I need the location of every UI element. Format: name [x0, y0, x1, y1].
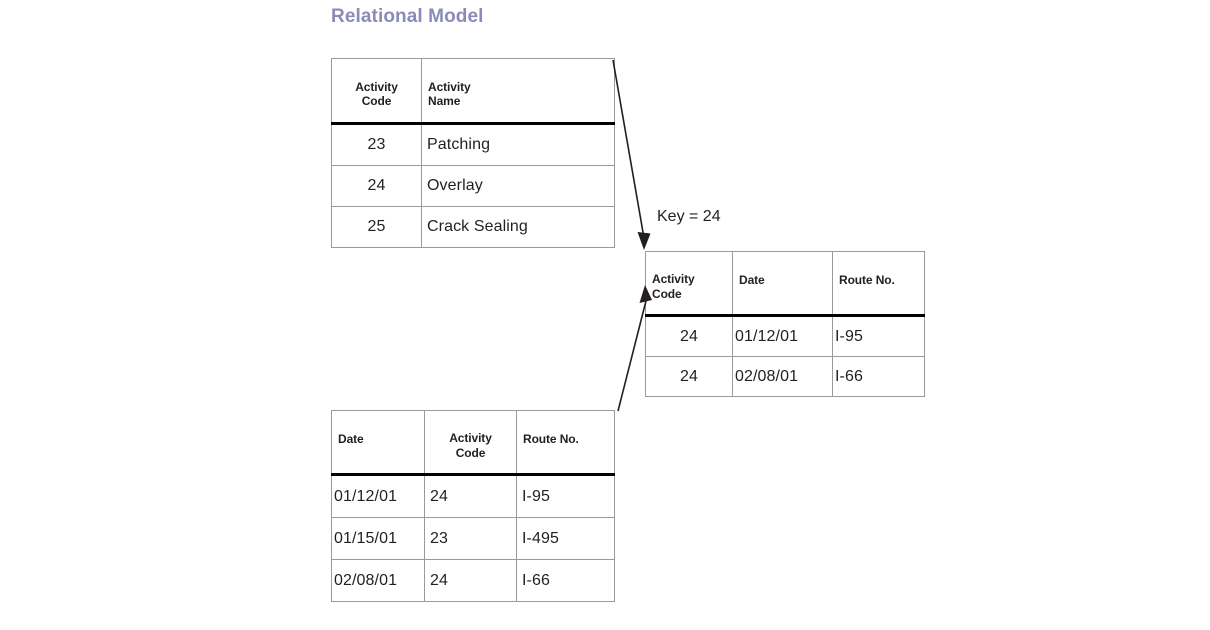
column-header-route-no: Route No.	[516, 410, 615, 476]
column-header-date: Date	[732, 251, 833, 317]
arrow-activity-to-joined	[612, 59, 651, 250]
header-line: Activity	[355, 79, 398, 94]
header-line: Code	[361, 94, 392, 108]
joined-result-table: Activity Code Date Route No. 24 01/12/01…	[645, 251, 925, 397]
activity-catalogue-table: Activity Code Activity Name 23 Patching …	[331, 58, 615, 248]
work-records-table: Date Activity Code Route No. 01/12/01 24…	[331, 410, 615, 602]
column-header-activity-code: Activity Code	[645, 251, 733, 317]
cell-activity-code: 24	[331, 165, 422, 207]
cell-activity-code: 25	[331, 206, 422, 248]
table-row: 24 Overlay	[331, 165, 615, 207]
table-row: 01/12/01 24 I-95	[331, 474, 615, 518]
cell-activity-name: Overlay	[421, 165, 615, 207]
cell-activity-name: Patching	[421, 123, 615, 166]
table-header-row: Activity Code Date Route No.	[645, 251, 925, 317]
column-header-route-no: Route No.	[832, 251, 925, 317]
table-header-row: Activity Code Activity Name	[331, 58, 615, 125]
column-header-activity-code: Activity Code	[424, 410, 517, 476]
table-row: 24 01/12/01 I-95	[645, 315, 925, 357]
cell-route-no: I-95	[832, 315, 925, 357]
cell-route-no: I-66	[832, 356, 925, 397]
page-title: Relational Model	[331, 6, 484, 27]
table-header-row: Date Activity Code Route No.	[331, 410, 615, 476]
column-header-activity-name: Activity Name	[421, 58, 615, 125]
header-line: Activity	[428, 79, 471, 94]
header-line: Activity	[449, 431, 492, 446]
cell-route-no: I-95	[516, 474, 615, 518]
cell-activity-code: 23	[331, 123, 422, 166]
column-header-activity-code: Activity Code	[331, 58, 422, 125]
cell-activity-name: Crack Sealing	[421, 206, 615, 248]
column-header-date: Date	[331, 410, 425, 476]
table-row: 25 Crack Sealing	[331, 206, 615, 248]
cell-route-no: I-495	[516, 517, 615, 560]
cell-activity-code: 24	[424, 474, 517, 518]
header-line: Activity	[652, 272, 695, 287]
table-row: 23 Patching	[331, 123, 615, 166]
cell-route-no: I-66	[516, 559, 615, 602]
cell-date: 02/08/01	[331, 559, 425, 602]
table-row: 24 02/08/01 I-66	[645, 356, 925, 397]
table-row: 01/15/01 23 I-495	[331, 517, 615, 560]
cell-activity-code: 24	[424, 559, 517, 602]
key-label: Key = 24	[657, 208, 721, 225]
cell-date: 01/12/01	[331, 474, 425, 518]
header-line: Code	[652, 286, 682, 301]
cell-activity-code: 23	[424, 517, 517, 560]
table-row: 02/08/01 24 I-66	[331, 559, 615, 602]
header-line: Name	[428, 94, 461, 108]
cell-activity-code: 24	[645, 315, 733, 357]
cell-date: 01/12/01	[732, 315, 833, 357]
cell-activity-code: 24	[645, 356, 733, 397]
header-line: Code	[455, 445, 486, 460]
cell-date: 02/08/01	[732, 356, 833, 397]
cell-date: 01/15/01	[331, 517, 425, 560]
